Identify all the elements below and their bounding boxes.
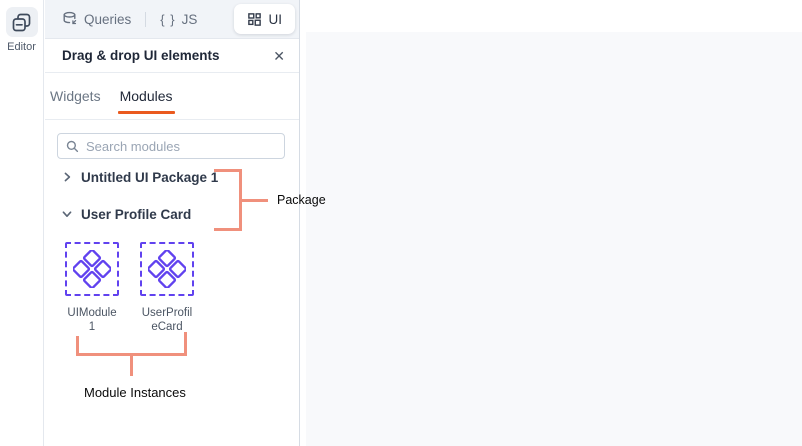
panel-tabs: Widgets Modules [45, 73, 299, 120]
editor-mode-button[interactable] [5, 7, 38, 37]
tree-item-package-2[interactable]: User Profile Card [45, 204, 299, 224]
search-box [57, 133, 285, 159]
canvas-area [301, 0, 802, 446]
tree-item-label: User Profile Card [81, 206, 192, 222]
tree-item-label: Untitled UI Package 1 [81, 169, 219, 185]
tab-ui-label: UI [268, 11, 283, 27]
tab-modules-label: Modules [119, 88, 173, 104]
braces-icon: { } [160, 11, 176, 27]
tab-widgets-label: Widgets [50, 88, 101, 104]
editor-pages-icon [10, 11, 33, 34]
editor-mode-label: Editor [7, 41, 36, 53]
tab-queries[interactable]: Queries [62, 11, 131, 27]
search-icon [66, 140, 79, 153]
tab-widgets[interactable]: Widgets [50, 73, 101, 119]
editor-segment-bar: Queries { } JS UI [45, 0, 299, 39]
panel-header: Drag & drop UI elements ✕ [45, 39, 299, 73]
module-instance: UserProfileCard [140, 242, 194, 334]
chevron-right-icon [62, 172, 72, 182]
module-card-userprofilecard[interactable] [140, 242, 194, 296]
panel-title: Drag & drop UI elements [62, 48, 220, 63]
module-diamonds-icon [148, 250, 186, 288]
module-card-uimodule1[interactable] [65, 242, 119, 296]
tab-queries-label: Queries [84, 11, 132, 27]
tab-js[interactable]: { } JS [160, 12, 197, 27]
chevron-down-icon [62, 209, 72, 219]
editor-canvas[interactable] [306, 32, 802, 446]
active-tab-underline [117, 111, 175, 114]
segment-divider [145, 11, 147, 27]
module-instance: UIModule 1 [65, 242, 119, 334]
tree-item-package-1[interactable]: Untitled UI Package 1 [45, 167, 299, 187]
tab-modules[interactable]: Modules [117, 73, 175, 119]
layout-grid-icon [247, 12, 262, 27]
left-rail: Editor [0, 0, 44, 446]
module-instances-row: UIModule 1 Use [65, 242, 299, 334]
tab-ui[interactable]: UI [233, 4, 295, 34]
tab-js-label: JS [181, 11, 198, 27]
module-name: UserProfileCard [141, 307, 193, 333]
module-name: UIModule 1 [67, 307, 117, 333]
search-input[interactable] [86, 138, 276, 154]
module-diamonds-icon [73, 250, 111, 288]
editor-side-panel: Queries { } JS UI Drag & [45, 0, 300, 446]
database-icon [62, 11, 78, 27]
close-icon[interactable]: ✕ [273, 47, 285, 64]
